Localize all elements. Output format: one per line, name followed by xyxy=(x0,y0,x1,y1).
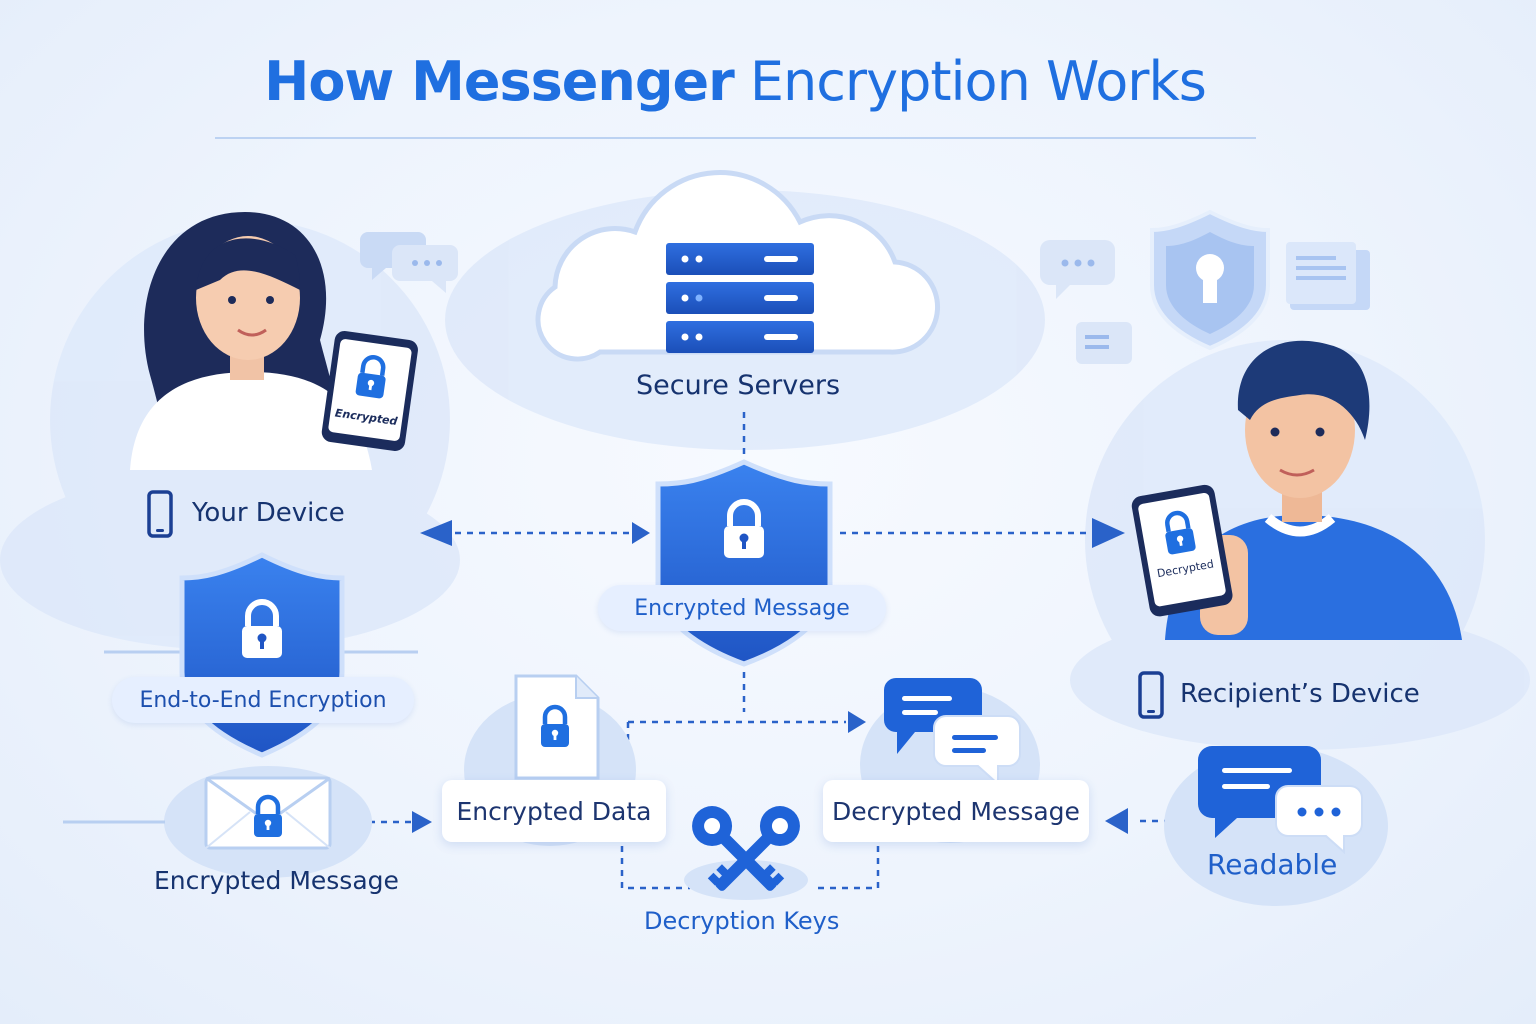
e2e-label: End-to-End Encryption xyxy=(139,687,387,713)
decrypted-message-box: Decrypted Message xyxy=(823,780,1089,842)
recipient-phone xyxy=(1131,484,1233,617)
title-light: Encryption Works xyxy=(733,50,1207,113)
keys-icon xyxy=(684,806,808,900)
connectors xyxy=(345,412,1182,890)
decrypted-message-label: Decrypted Message xyxy=(832,796,1080,826)
chat-bubbles-decor-right xyxy=(1040,240,1132,364)
chat-bubbles-decor-left xyxy=(360,232,458,293)
secure-servers-label: Secure Servers xyxy=(636,370,841,401)
encrypted-data-box: Encrypted Data xyxy=(442,780,666,842)
e2e-pill: End-to-End Encryption xyxy=(112,677,414,723)
document-decor xyxy=(1286,242,1370,310)
your-device-label: Your Device xyxy=(192,498,345,528)
sender-person xyxy=(130,212,406,470)
title-bold: How Messenger xyxy=(264,50,735,113)
e2e-shield-icon xyxy=(179,552,345,758)
center-message-pill: Encrypted Message xyxy=(598,585,886,631)
keyhole-shield-icon xyxy=(1150,209,1270,351)
readable-chat-icon xyxy=(1198,746,1363,855)
envelope-message-label: Encrypted Message xyxy=(154,866,399,895)
arrowheads xyxy=(412,518,1128,834)
readable-label: Readable xyxy=(1207,848,1338,881)
recipient-person xyxy=(1165,340,1462,640)
encrypted-data-label: Encrypted Data xyxy=(456,796,652,826)
recipient-device-label: Recipient’s Device xyxy=(1180,679,1420,709)
page-title: How Messenger Encryption Works xyxy=(0,50,1470,113)
server-icon xyxy=(666,243,814,353)
envelope-lock-icon xyxy=(204,776,332,850)
decryption-keys-label: Decryption Keys xyxy=(644,907,840,935)
chat-bubble-icon xyxy=(884,678,1021,787)
central-shield-icon xyxy=(655,459,833,667)
sender-phone xyxy=(321,330,418,451)
center-message-label: Encrypted Message xyxy=(634,595,850,621)
file-lock-icon xyxy=(514,674,600,780)
